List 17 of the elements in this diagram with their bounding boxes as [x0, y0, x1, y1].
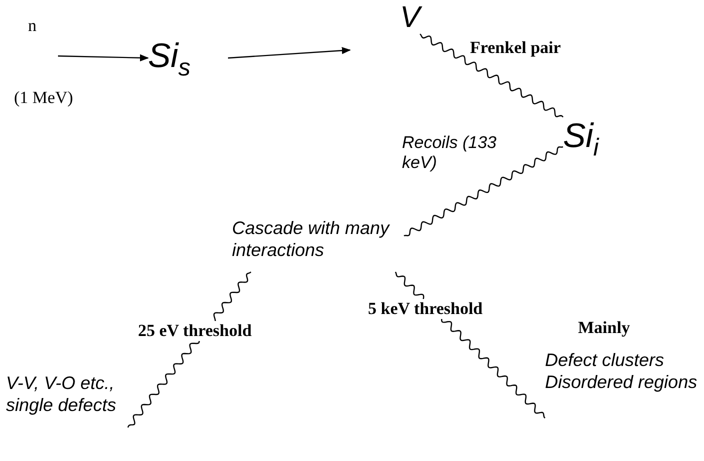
energy-note: (1 MeV) [14, 88, 74, 108]
result-note: Defect clusters Disordered regions [545, 350, 698, 394]
process-note: Cascade with many interactions [232, 218, 391, 262]
edge-label: 25 eV threshold [136, 321, 254, 341]
edge-label: Recoils (133 keV) [401, 133, 498, 172]
arrow [228, 46, 351, 59]
particle-symbol: n [28, 16, 36, 36]
edge-label: 5 keV threshold [366, 299, 485, 319]
species-symbol: V [400, 0, 420, 36]
wavy-line [404, 146, 564, 236]
result-note: V-V, V-O etc., single defects [6, 373, 118, 416]
species-symbol: Si$_{s}$ [148, 36, 190, 83]
edge-label: Frenkel pair [468, 38, 563, 58]
wavy-line [420, 34, 564, 118]
heading: Mainly [578, 318, 630, 338]
arrow [58, 54, 149, 62]
species-symbol: Si$_{i}$ [563, 116, 599, 163]
